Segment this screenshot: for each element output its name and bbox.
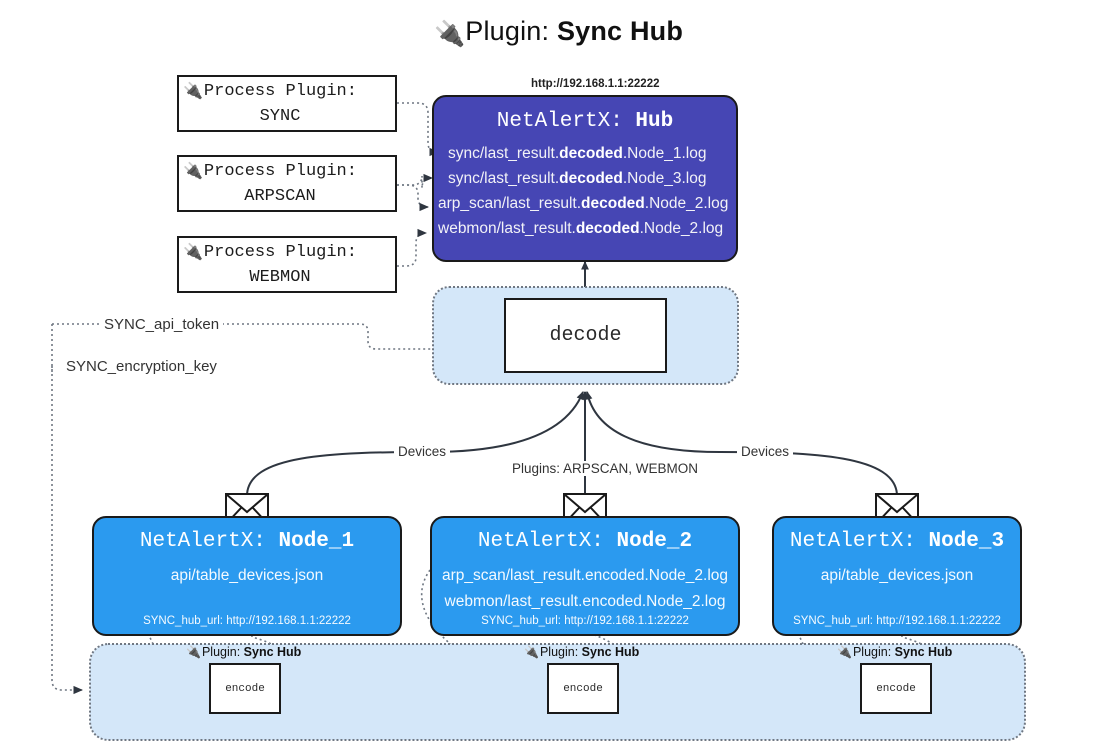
hub-log-row: webmon/last_result.decoded.Node_2.log bbox=[438, 220, 724, 238]
process-plugin-label: Process Plugin: bbox=[203, 242, 357, 262]
node-file-list: api/table_devices.json bbox=[774, 563, 1020, 589]
node-file-row: api/table_devices.json bbox=[170, 567, 324, 584]
hub-url-label: http://192.168.1.1:22222 bbox=[531, 78, 660, 90]
node-file-row: api/table_devices.json bbox=[820, 567, 974, 584]
process-plugin-arpscan[interactable]: 🔌Process Plugin: ARPSCAN bbox=[177, 155, 397, 212]
hub-log-row: arp_scan/last_result.decoded.Node_2.log bbox=[438, 195, 729, 213]
plug-icon: 🔌 bbox=[183, 80, 203, 100]
plug-icon: 🔌 bbox=[433, 20, 466, 48]
title-prefix: Plugin: bbox=[465, 16, 557, 46]
encode-caption-1: 🔌Plugin: Sync Hub bbox=[186, 645, 302, 659]
process-plugin-label: Process Plugin: bbox=[203, 81, 357, 101]
title-name: Sync Hub bbox=[556, 16, 684, 46]
encryption-key-connector bbox=[51, 324, 83, 695]
encode-caption-3: 🔌Plugin: Sync Hub bbox=[837, 645, 953, 659]
node-file-list: arp_scan/last_result.encoded.Node_2.log … bbox=[432, 563, 738, 615]
edge-label-devices-left: Devices bbox=[394, 444, 451, 459]
node-hub-url: SYNC_hub_url: http://192.168.1.1:22222 bbox=[793, 615, 1001, 627]
process-plugin-webmon[interactable]: 🔌Process Plugin: WEBMON bbox=[177, 236, 397, 293]
process-plugin-name: WEBMON bbox=[249, 267, 311, 287]
node-box-node-3[interactable]: NetAlertX: Node_3 api/table_devices.json… bbox=[772, 516, 1022, 636]
node-hub-url: SYNC_hub_url: http://192.168.1.1:22222 bbox=[481, 615, 689, 627]
node-file-row: webmon/last_result.encoded.Node_2.log bbox=[444, 593, 726, 611]
node-box-node-1[interactable]: NetAlertX: Node_1 api/table_devices.json… bbox=[92, 516, 402, 636]
hub-app-label: NetAlertX: bbox=[496, 110, 636, 133]
node-name-label: Node_2 bbox=[616, 530, 693, 553]
decode-box[interactable]: decode bbox=[504, 298, 667, 373]
nodes-to-decode-connectors bbox=[246, 390, 898, 497]
node-box-node-2[interactable]: NetAlertX: Node_2 arp_scan/last_result.e… bbox=[430, 516, 740, 636]
node-app-label: NetAlertX: bbox=[477, 530, 617, 553]
hub-name-label: Hub bbox=[635, 110, 674, 133]
node-app-label: NetAlertX: bbox=[139, 530, 279, 553]
encode-box-2[interactable]: encode bbox=[547, 663, 619, 714]
node-name-label: Node_3 bbox=[928, 530, 1005, 553]
edge-label-devices-right: Devices bbox=[737, 444, 794, 459]
plug-icon: 🔌 bbox=[183, 241, 203, 261]
encode-box-1[interactable]: encode bbox=[209, 663, 281, 714]
node-app-label: NetAlertX: bbox=[789, 530, 929, 553]
page-title: 🔌Plugin: Sync Hub bbox=[0, 16, 1117, 48]
encode-box-3[interactable]: encode bbox=[860, 663, 932, 714]
hub-log-list: sync/last_result.decoded.Node_1.log sync… bbox=[434, 141, 736, 241]
plug-icon: 🔌 bbox=[186, 645, 201, 659]
api-token-connector bbox=[52, 323, 493, 354]
plug-icon: 🔌 bbox=[524, 645, 539, 659]
node-name-label: Node_1 bbox=[278, 530, 355, 553]
process-plugin-sync[interactable]: 🔌Process Plugin: SYNC bbox=[177, 75, 397, 132]
hub-log-row: sync/last_result.decoded.Node_3.log bbox=[448, 170, 707, 188]
node-file-row: arp_scan/last_result.encoded.Node_2.log bbox=[441, 567, 729, 584]
sync-api-token-label: SYNC_api_token bbox=[100, 316, 224, 333]
process-plugin-name: SYNC bbox=[259, 106, 301, 126]
sync-encryption-key-label: SYNC_encryption_key bbox=[62, 358, 221, 375]
node-hub-url: SYNC_hub_url: http://192.168.1.1:22222 bbox=[143, 615, 351, 627]
hub-box[interactable]: NetAlertX: Hub sync/last_result.decoded.… bbox=[432, 95, 738, 262]
plug-icon: 🔌 bbox=[837, 645, 852, 659]
process-plugin-label: Process Plugin: bbox=[203, 161, 357, 181]
node-file-list: api/table_devices.json bbox=[94, 563, 400, 589]
process-plugin-name: ARPSCAN bbox=[244, 186, 316, 206]
plug-icon: 🔌 bbox=[183, 160, 203, 180]
encode-caption-2: 🔌Plugin: Sync Hub bbox=[524, 645, 640, 659]
edge-label-plugins-center: Plugins: ARPSCAN, WEBMON bbox=[508, 461, 703, 476]
hub-log-row: sync/last_result.decoded.Node_1.log bbox=[448, 145, 707, 162]
